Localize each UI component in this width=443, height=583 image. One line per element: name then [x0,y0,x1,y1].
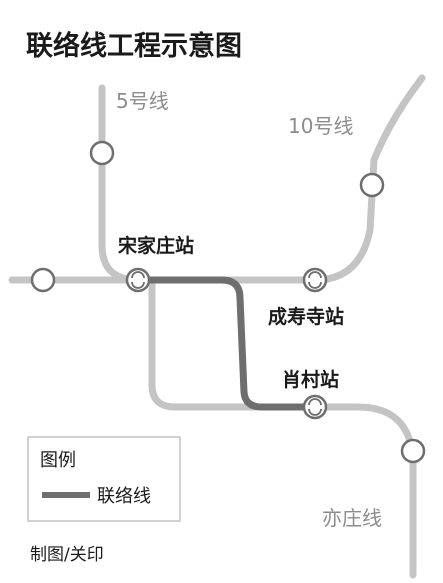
station-circle-icon [30,267,56,293]
map-credit: 制图/关印 [30,545,104,565]
transfer-station-chengshousi [302,267,328,293]
yizhuang-line-label: 亦庄线 [322,506,382,530]
line10-label: 10号线 [288,114,353,138]
transfer-station-xiaocun [302,394,328,420]
transfer-station-songjiazhuang [125,267,151,293]
legend-title: 图例 [40,450,76,471]
line5-label: 5号线 [116,89,169,113]
station-label-songjiazhuang: 宋家庄站 [117,234,194,257]
station-circle-icon [89,140,115,166]
station-circle-icon [359,172,385,198]
map-title: 联络线工程示意图 [26,30,242,62]
legend-connector-label: 联络线 [97,486,151,507]
station-label-chengshousi: 成寿寺站 [268,305,344,328]
station-circle-icon [400,438,426,464]
line10-track [8,74,426,284]
map-legend: 图例 联络线 [27,436,181,522]
station-label-xiaocun: 肖村站 [282,368,339,391]
connector-line-track [134,276,318,411]
